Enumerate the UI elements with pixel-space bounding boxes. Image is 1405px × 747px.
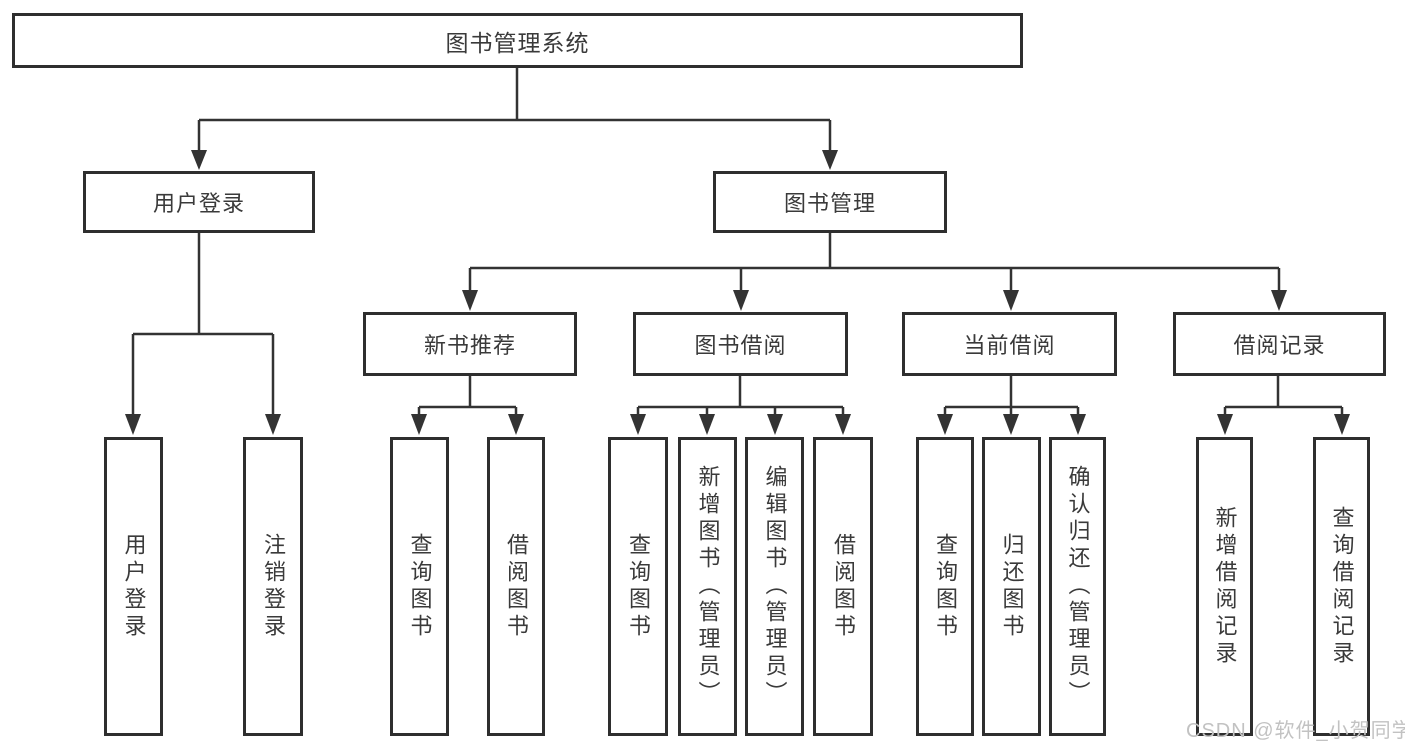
leaf-add-book-admin: 新增图书（管理员）	[678, 437, 737, 736]
connector-borrow-records-to-leaves	[1217, 376, 1350, 435]
leaf-logout: 注销登录	[243, 437, 303, 736]
leaf-confirm-return-admin: 确认归还（管理员）	[1049, 437, 1106, 736]
node-book-borrow: 图书借阅	[633, 312, 848, 376]
connector-root-to-level2	[191, 68, 838, 170]
node-library-management-system: 图书管理系统	[12, 13, 1023, 68]
leaf-borrow-book-recommend: 借阅图书	[487, 437, 545, 736]
leaf-borrow-book: 借阅图书	[813, 437, 873, 736]
leaf-edit-book-admin: 编辑图书（管理员）	[745, 437, 804, 736]
node-user-login: 用户登录	[83, 171, 315, 233]
connector-user-login-to-leaves	[125, 233, 281, 435]
leaf-query-borrow-record: 查询借阅记录	[1313, 437, 1370, 736]
leaf-query-book-recommend: 查询图书	[390, 437, 449, 736]
leaf-query-book-current: 查询图书	[916, 437, 974, 736]
connector-new-book-recommend-to-leaves	[411, 376, 524, 435]
csdn-watermark: CSDN @软件_小贺同学	[1186, 720, 1405, 742]
leaf-user-login: 用户登录	[104, 437, 163, 736]
node-borrow-records: 借阅记录	[1173, 312, 1386, 376]
node-current-borrow: 当前借阅	[902, 312, 1117, 376]
connector-book-management-to-level3	[462, 233, 1287, 311]
node-book-management: 图书管理	[713, 171, 947, 233]
connector-book-borrow-to-leaves	[630, 376, 851, 435]
leaf-add-borrow-record: 新增借阅记录	[1196, 437, 1253, 736]
connector-current-borrow-to-leaves	[937, 376, 1086, 435]
leaf-query-book-borrow: 查询图书	[608, 437, 668, 736]
node-new-book-recommend: 新书推荐	[363, 312, 577, 376]
leaf-return-book: 归还图书	[982, 437, 1041, 736]
